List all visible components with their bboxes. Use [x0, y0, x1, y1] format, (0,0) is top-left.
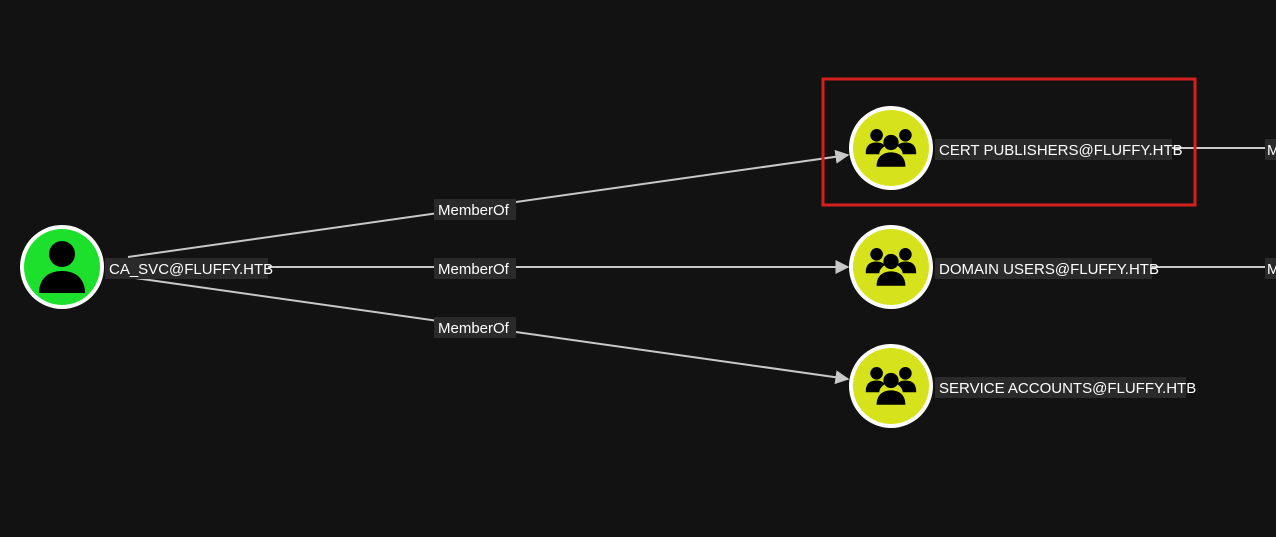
user-icon: [39, 241, 85, 293]
edge-label-text: M: [1267, 261, 1276, 278]
node-label: SERVICE ACCOUNTS@FLUFFY.HTB: [939, 380, 1196, 397]
edge-label-domain-users: MemberOf: [434, 258, 516, 279]
node-service-accounts[interactable]: SERVICE ACCOUNTS@FLUFFY.HTB: [849, 344, 1196, 428]
edge-label-text: MemberOf: [438, 320, 510, 337]
edge-label-text: M: [1267, 142, 1276, 159]
highlight-box: [821, 77, 1197, 207]
edge-label-text: MemberOf: [438, 202, 510, 219]
node-ca-svc[interactable]: CA_SVC@FLUFFY.HTB: [20, 225, 273, 309]
edge-label-cert-publishers: MemberOf: [434, 199, 516, 220]
node-cert-publishers[interactable]: CERT PUBLISHERS@FLUFFY.HTB: [849, 106, 1183, 190]
edge-label-service-accounts: MemberOf: [434, 317, 516, 338]
edge-label-offscreen-1: M: [1265, 139, 1276, 160]
node-label: CERT PUBLISHERS@FLUFFY.HTB: [939, 142, 1183, 159]
node-label: CA_SVC@FLUFFY.HTB: [109, 261, 273, 278]
edge-label-text: MemberOf: [438, 261, 510, 278]
node-label: DOMAIN USERS@FLUFFY.HTB: [939, 261, 1159, 278]
node-domain-users[interactable]: DOMAIN USERS@FLUFFY.HTB: [849, 225, 1159, 309]
edge-label-offscreen-2: M: [1265, 258, 1276, 279]
